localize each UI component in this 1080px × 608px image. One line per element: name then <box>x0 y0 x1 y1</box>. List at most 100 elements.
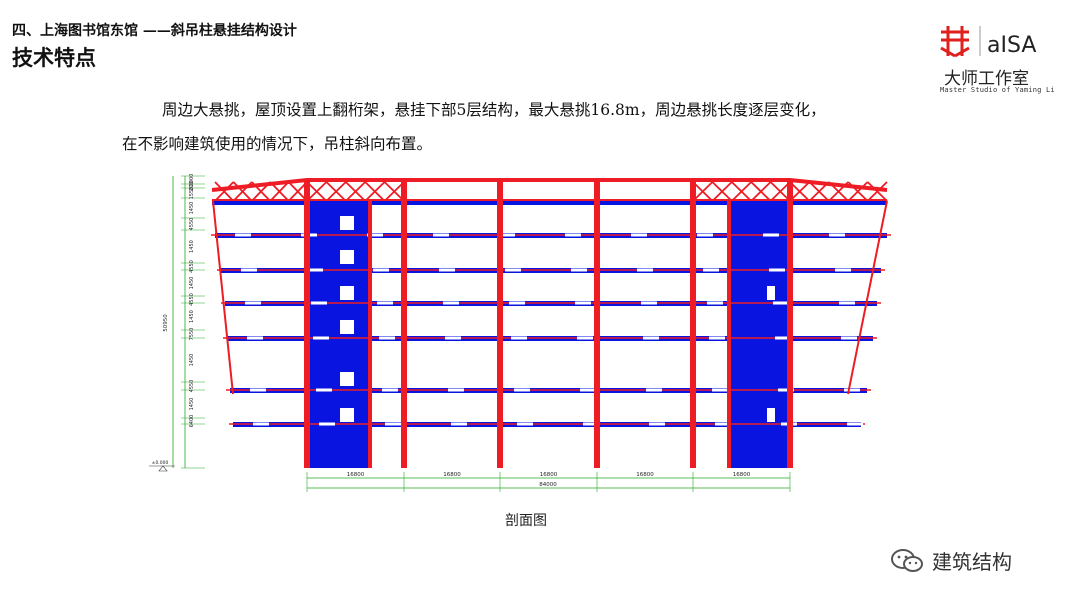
floor-opening <box>313 336 329 340</box>
column <box>304 180 310 468</box>
core-opening <box>340 216 354 230</box>
floor-opening <box>319 422 335 426</box>
logo-brand: aISA <box>987 33 1036 58</box>
floor-opening <box>571 268 587 272</box>
floor-opening <box>709 336 725 340</box>
column <box>401 180 407 468</box>
column <box>787 180 793 468</box>
left-core <box>307 201 371 468</box>
floor-opening <box>514 388 530 392</box>
core-opening <box>340 320 354 334</box>
roof-truss-diagonal <box>214 181 235 202</box>
story-dimension-label: 1450 <box>189 310 195 323</box>
floor-opening <box>245 301 261 305</box>
ground-level-label: ±0.000 <box>152 460 169 466</box>
body-text: 周边大悬挑，屋顶设置上翻桁架，悬挂下部5层结构，最大悬挑16.8m，周边悬挑长度… <box>122 93 922 161</box>
logo: aISA <box>935 22 1065 100</box>
page-heading: 技术特点 <box>12 46 96 70</box>
bay-dimension-label: 16800 <box>540 472 558 478</box>
roof-truss-diagonal <box>847 181 869 202</box>
core-opening <box>340 372 354 386</box>
floor-opening <box>509 301 525 305</box>
roof-truss-diagonal <box>866 181 888 202</box>
story-dimension-label: 4550 <box>189 293 195 306</box>
bay-dimension-label: 16800 <box>347 472 365 478</box>
floor-opening <box>829 233 845 237</box>
core-opening <box>340 250 354 264</box>
floor-opening <box>448 388 464 392</box>
roof-truss-diagonal <box>345 181 366 202</box>
floor-opening <box>844 388 860 392</box>
roof-truss-diagonal <box>731 181 752 202</box>
floor-opening <box>451 422 467 426</box>
core-opening <box>767 286 775 300</box>
floor-opening <box>649 422 665 426</box>
inclined-hanger-left <box>212 200 234 395</box>
floor-opening <box>841 336 857 340</box>
diagram-caption: 剖面图 <box>505 513 547 529</box>
section-diagram: 2000200155014504550145045501450455014507… <box>149 174 891 492</box>
floor-opening <box>839 301 855 305</box>
floor-opening <box>373 268 389 272</box>
floor-opening <box>307 268 323 272</box>
roof-truss-diagonal <box>287 181 308 202</box>
story-dimension-label: 6400 <box>189 415 195 428</box>
floor-opening <box>637 268 653 272</box>
roof-slab <box>212 201 887 205</box>
ground-level-symbol <box>149 465 175 472</box>
column <box>368 201 372 468</box>
story-dimension-label: 4550 <box>189 218 195 231</box>
body-line-2: 在不影响建筑使用的情况下，吊柱斜向布置。 <box>122 135 433 153</box>
floor-opening <box>439 268 455 272</box>
floor-opening <box>577 336 593 340</box>
floor-opening <box>445 336 461 340</box>
floor-opening <box>583 422 599 426</box>
body-line-1: 周边大悬挑，屋顶设置上翻桁架，悬挂下部5层结构，最大悬挑16.8m，周边悬挑长度… <box>162 101 826 119</box>
story-dimension-label: 4550 <box>189 260 195 273</box>
roof-truss-diagonal <box>325 181 347 202</box>
column <box>594 180 600 468</box>
floor-opening <box>769 268 785 272</box>
floor-opening <box>707 301 723 305</box>
floor-opening <box>499 233 515 237</box>
floor-opening <box>505 268 521 272</box>
floor-opening <box>377 301 393 305</box>
story-dimension-label: 1550 <box>189 187 195 200</box>
story-dimension-label: 4550 <box>189 380 195 393</box>
roof-truss-diagonal <box>769 181 791 202</box>
core-opening <box>340 408 354 422</box>
floor-opening <box>763 233 779 237</box>
logo-subtitle: Master Studio of Yaming Li <box>940 86 1055 94</box>
floor-opening <box>385 422 401 426</box>
watermark: 建筑结构 <box>890 546 1012 575</box>
story-dimension-label: 1450 <box>189 240 195 253</box>
floor-opening <box>433 233 449 237</box>
floor-opening <box>703 268 719 272</box>
wechat-icon <box>891 548 923 572</box>
story-dimension-label: 200 <box>189 181 195 191</box>
roof-truss-diagonal <box>692 181 714 202</box>
story-dimension-label: 7550 <box>189 328 195 341</box>
floor-opening <box>379 336 395 340</box>
roof-truss-diagonal <box>269 181 290 202</box>
column <box>727 201 731 468</box>
floor-opening <box>247 336 263 340</box>
roof-truss-diagonal <box>306 181 328 202</box>
floor-opening <box>241 268 257 272</box>
floor-opening <box>715 422 731 426</box>
bay-dimension-label: 16800 <box>636 472 654 478</box>
roof-truss-diagonal <box>750 181 772 202</box>
total-height-label: 50950 <box>163 314 169 332</box>
floor-opening <box>641 301 657 305</box>
floor-opening <box>253 422 269 426</box>
floor-opening <box>580 388 596 392</box>
story-dimension-label: 1450 <box>189 398 195 411</box>
floor-opening <box>511 336 527 340</box>
floor-opening <box>250 388 266 392</box>
column <box>497 180 503 468</box>
floor-opening <box>316 388 332 392</box>
core-opening <box>767 408 775 422</box>
floor-opening <box>712 388 728 392</box>
logo-studio-name: 大师工作室 <box>944 69 1029 89</box>
right-core <box>729 201 790 468</box>
